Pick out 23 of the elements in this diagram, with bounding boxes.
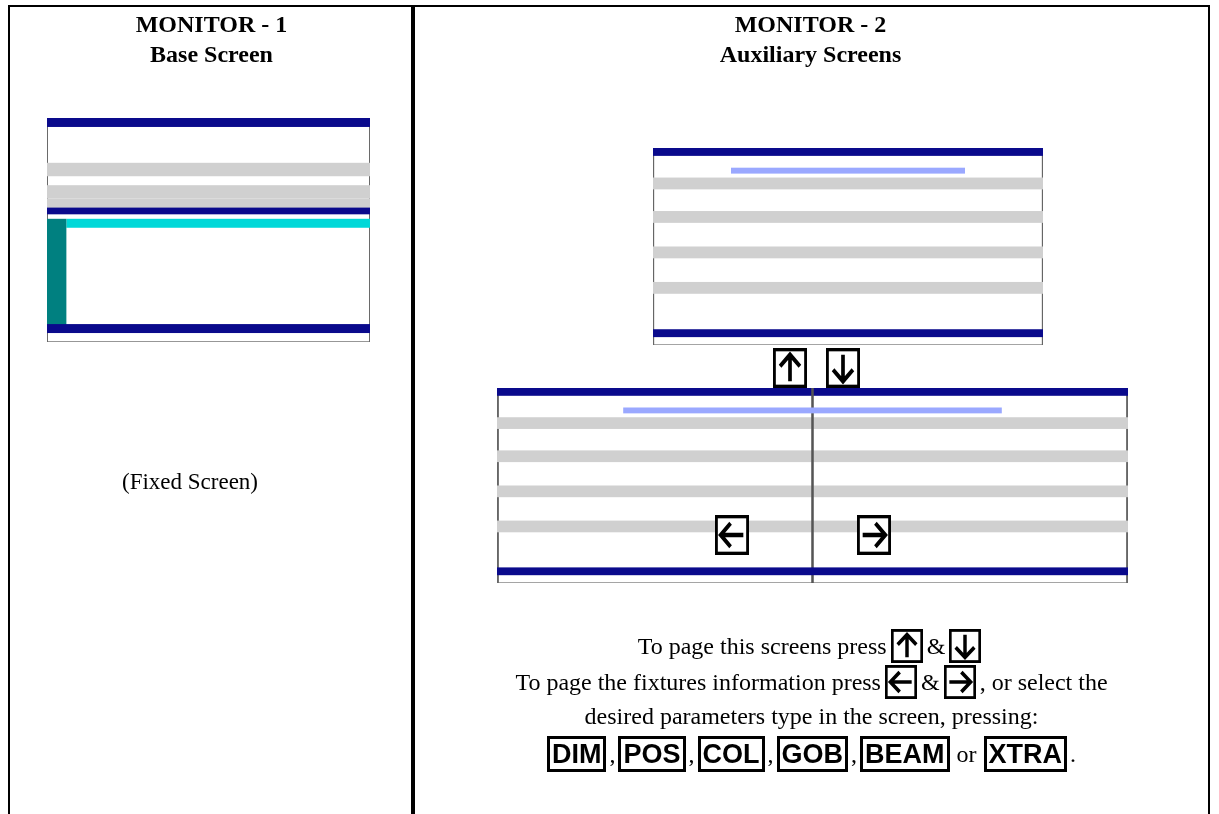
instruction-text: ,: [851, 740, 857, 769]
key-label: DIM: [546, 736, 607, 772]
key-label: COL: [697, 736, 765, 772]
key-label: XTRA: [983, 736, 1067, 772]
instruction-text: To page the fixtures information press: [515, 668, 881, 697]
instruction-text: ,: [767, 740, 774, 769]
instruction-text: ,: [609, 740, 616, 769]
key-label: POS: [618, 736, 686, 772]
instruction-text: .: [1070, 740, 1076, 769]
instruction-text: , or select the: [979, 668, 1108, 697]
key-label: BEAM: [860, 736, 950, 772]
column-heading: MONITOR - 2: [734, 10, 887, 39]
instruction-text: desired parameters type in the screen, pressing:: [584, 702, 1039, 731]
key-label: GOB: [776, 736, 848, 772]
column-heading: MONITOR - 1: [135, 10, 288, 39]
instruction-text: ,: [688, 740, 695, 769]
column-subheading: Base Screen: [150, 40, 273, 69]
instruction-text: &: [920, 668, 940, 697]
column-subheading: Auxiliary Screens: [719, 40, 902, 69]
instruction-text: (Fixed Screen): [122, 468, 259, 496]
instruction-text: &: [926, 632, 946, 661]
instruction-text: or: [956, 740, 977, 769]
instruction-text: To page this screens press: [637, 632, 887, 661]
